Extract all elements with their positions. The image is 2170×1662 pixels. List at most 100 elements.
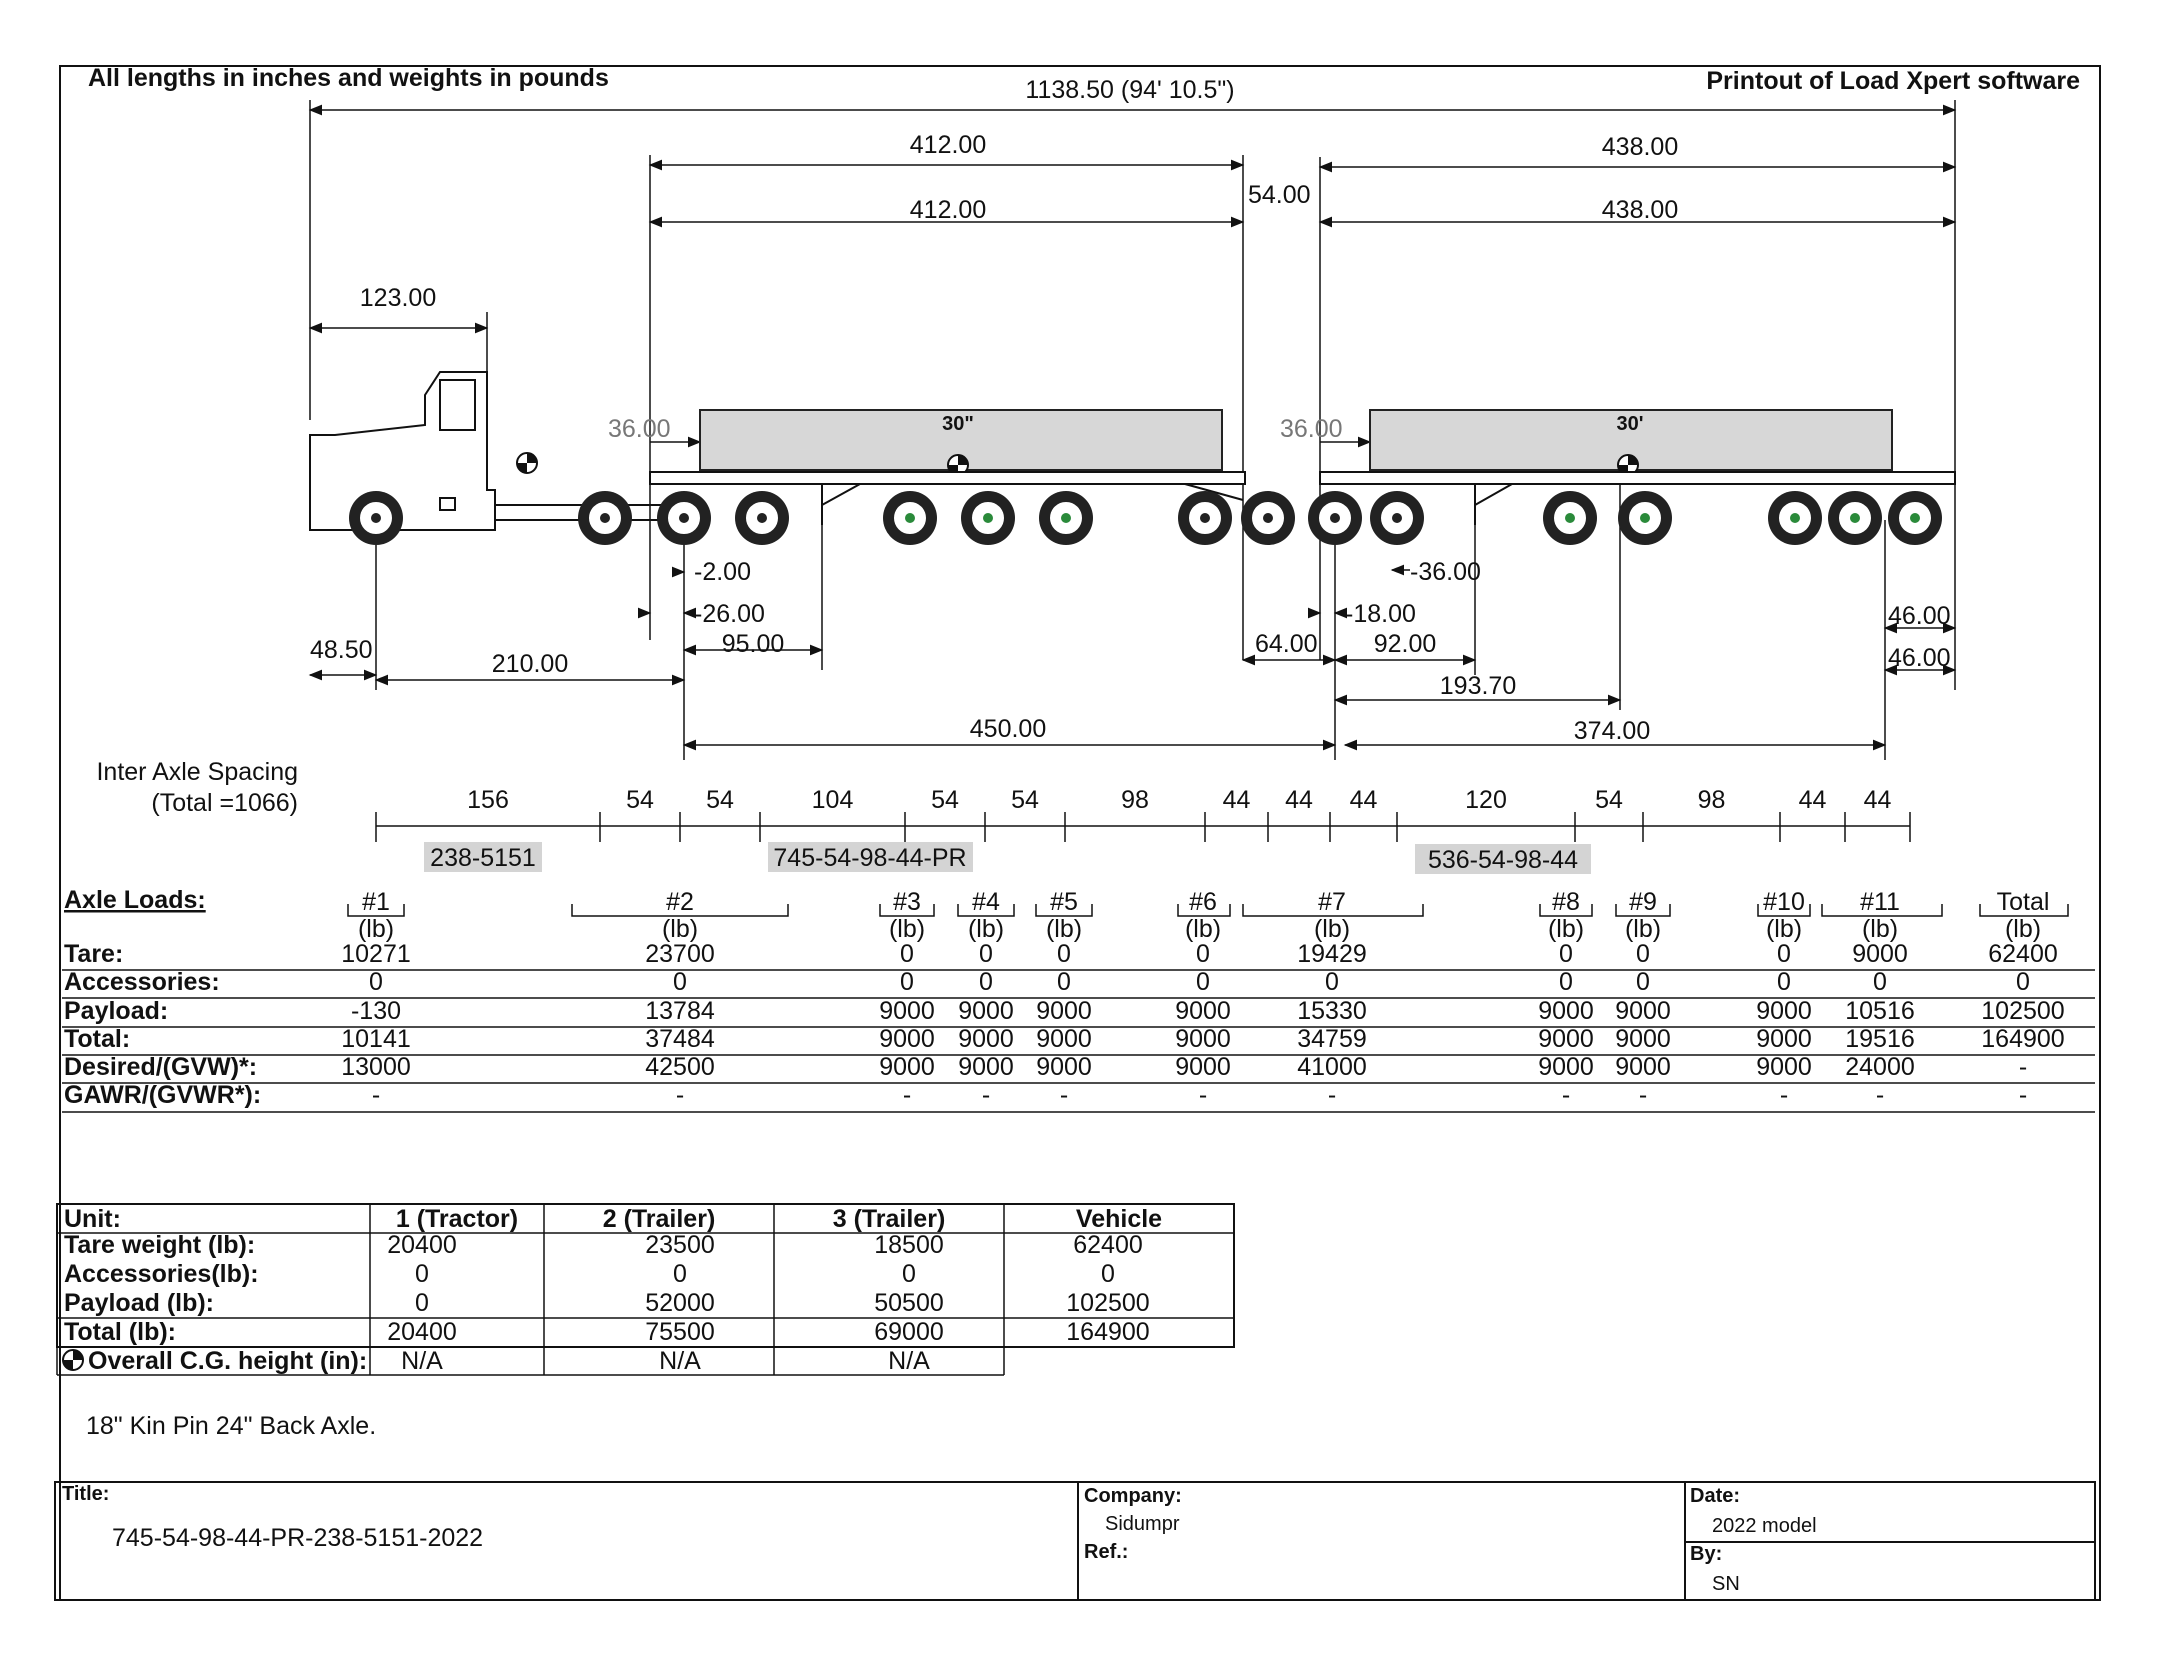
axle-cell: 9000 xyxy=(1036,997,1092,1025)
axle-cell: 9000 xyxy=(1036,1053,1092,1081)
axle-cell: -130 xyxy=(351,997,401,1025)
units-note: All lengths in inches and weights in pou… xyxy=(88,64,609,92)
axle-col-unit: (lb) xyxy=(1766,915,1802,943)
axle-cell: 164900 xyxy=(1981,1025,2064,1053)
dim-450: 450.00 xyxy=(970,715,1046,743)
axle-cell: 0 xyxy=(1873,968,1887,996)
spacing-value: 54 xyxy=(931,786,959,814)
axle-cell: 9000 xyxy=(1036,1025,1092,1053)
units-cell: N/A xyxy=(659,1347,701,1375)
axle-9-wheel-icon xyxy=(1617,490,1673,546)
axle-cell: 9000 xyxy=(958,997,1014,1025)
units-cell: 62400 xyxy=(1073,1231,1143,1259)
axle-row-label: GAWR/(GVWR*): xyxy=(64,1081,261,1109)
by-label: By: xyxy=(1690,1543,1722,1565)
software-note: Printout of Load Xpert software xyxy=(1706,67,2080,95)
axle-10-wheel-icon xyxy=(1767,490,1823,546)
dim-4850: 48.50 xyxy=(310,636,373,664)
axle-col-unit: (lb) xyxy=(2005,915,2041,943)
units-cell: 18500 xyxy=(874,1231,944,1259)
axle-cell: 9000 xyxy=(958,1025,1014,1053)
axle-col-header: #10 xyxy=(1763,888,1805,916)
axle-cell: 23700 xyxy=(645,940,715,968)
units-cell: 75500 xyxy=(645,1318,715,1346)
dim-92: 92.00 xyxy=(1374,630,1437,658)
title-label: Title: xyxy=(62,1483,109,1505)
axle-cell: - xyxy=(676,1081,684,1109)
trailer-2-deck xyxy=(1319,471,1956,485)
axle-cell: 0 xyxy=(1196,940,1210,968)
axle-cell: - xyxy=(2019,1081,2027,1109)
units-header: 1 (Tractor) xyxy=(396,1205,518,1233)
title-value: 745-54-98-44-PR-238-5151-2022 xyxy=(112,1524,483,1552)
axle-cell: 0 xyxy=(1636,940,1650,968)
axle-cell: 0 xyxy=(1057,940,1071,968)
units-header: 2 (Trailer) xyxy=(603,1205,716,1233)
axle-cell: 9000 xyxy=(1756,1025,1812,1053)
company-label: Company: xyxy=(1084,1485,1182,1507)
units-cell: N/A xyxy=(888,1347,930,1375)
axle-2c-wheel-icon xyxy=(734,490,790,546)
axle-cell: - xyxy=(982,1081,990,1109)
trailer-1-deck xyxy=(649,471,1246,485)
axle-col-unit: (lb) xyxy=(1046,915,1082,943)
group-1-box xyxy=(424,842,542,872)
axle-col-header: #1 xyxy=(362,888,390,916)
axle-cell: 0 xyxy=(900,968,914,996)
axle-cell: 0 xyxy=(2016,968,2030,996)
units-cell: 0 xyxy=(902,1260,916,1288)
axle-7b-wheel-icon xyxy=(1307,490,1363,546)
axle-2b-wheel-icon xyxy=(656,490,712,546)
group-2-box xyxy=(768,842,973,872)
spacing-value: 44 xyxy=(1285,786,1313,814)
date-value: 2022 model xyxy=(1712,1515,1817,1537)
axle-cell: 0 xyxy=(1636,968,1650,996)
dim-18: -18.00 xyxy=(1345,600,1416,628)
units-cell: 69000 xyxy=(874,1318,944,1346)
truck-drawing: 30" 30' xyxy=(309,371,1956,546)
axle-cell: 0 xyxy=(673,968,687,996)
axle-col-header: #7 xyxy=(1318,888,1346,916)
units-cell: 20400 xyxy=(387,1231,457,1259)
units-cell: 0 xyxy=(1101,1260,1115,1288)
units-cell: 23500 xyxy=(645,1231,715,1259)
axle-row-label: Payload: xyxy=(64,997,168,1025)
axle-col-unit: (lb) xyxy=(1625,915,1661,943)
axle-cell: 13000 xyxy=(341,1053,411,1081)
load-1-label: 30" xyxy=(942,413,974,435)
units-row-label: Accessories(lb): xyxy=(64,1260,259,1288)
units-row-label: Total (lb): xyxy=(64,1318,176,1346)
axle-cell: 9000 xyxy=(1756,997,1812,1025)
dim-t2-len-a: 438.00 xyxy=(1602,133,1678,161)
axle-cell: 0 xyxy=(369,968,383,996)
tractor-cab xyxy=(309,371,496,531)
spacing-total: (Total =1066) xyxy=(151,789,298,817)
axle-loads-title: Axle Loads: xyxy=(64,886,206,914)
axle-cell: 9000 xyxy=(1175,1025,1231,1053)
dim-95: 95.00 xyxy=(722,630,785,658)
axle-cell: - xyxy=(1876,1081,1884,1109)
axle-cell: 9000 xyxy=(1615,1025,1671,1053)
load-2-label: 30' xyxy=(1616,413,1643,435)
axle-8-wheel-icon xyxy=(1542,490,1598,546)
axle-col-unit: (lb) xyxy=(1314,915,1350,943)
units-cell: 52000 xyxy=(645,1289,715,1317)
axle-col-unit: (lb) xyxy=(889,915,925,943)
units-header: Vehicle xyxy=(1076,1205,1162,1233)
axle-cell: 15330 xyxy=(1297,997,1367,1025)
dimension-lines: 1138.50 (94' 10.5") 412.00 412.00 438.00… xyxy=(308,76,1957,760)
units-cell: 0 xyxy=(415,1289,429,1317)
axle-col-header: #3 xyxy=(893,888,921,916)
axle-cell: - xyxy=(1060,1081,1068,1109)
axle-7a-wheel-icon xyxy=(1240,490,1296,546)
axle-cell: 9000 xyxy=(958,1053,1014,1081)
axle-col-unit: (lb) xyxy=(1185,915,1221,943)
group-2-label: 745-54-98-44-PR xyxy=(773,844,966,872)
axle-cell: 0 xyxy=(979,968,993,996)
axle-row-label: Accessories: xyxy=(64,968,220,996)
axle-cell: 42500 xyxy=(645,1053,715,1081)
axle-5-wheel-icon xyxy=(1038,490,1094,546)
units-header: Unit: xyxy=(64,1205,121,1233)
